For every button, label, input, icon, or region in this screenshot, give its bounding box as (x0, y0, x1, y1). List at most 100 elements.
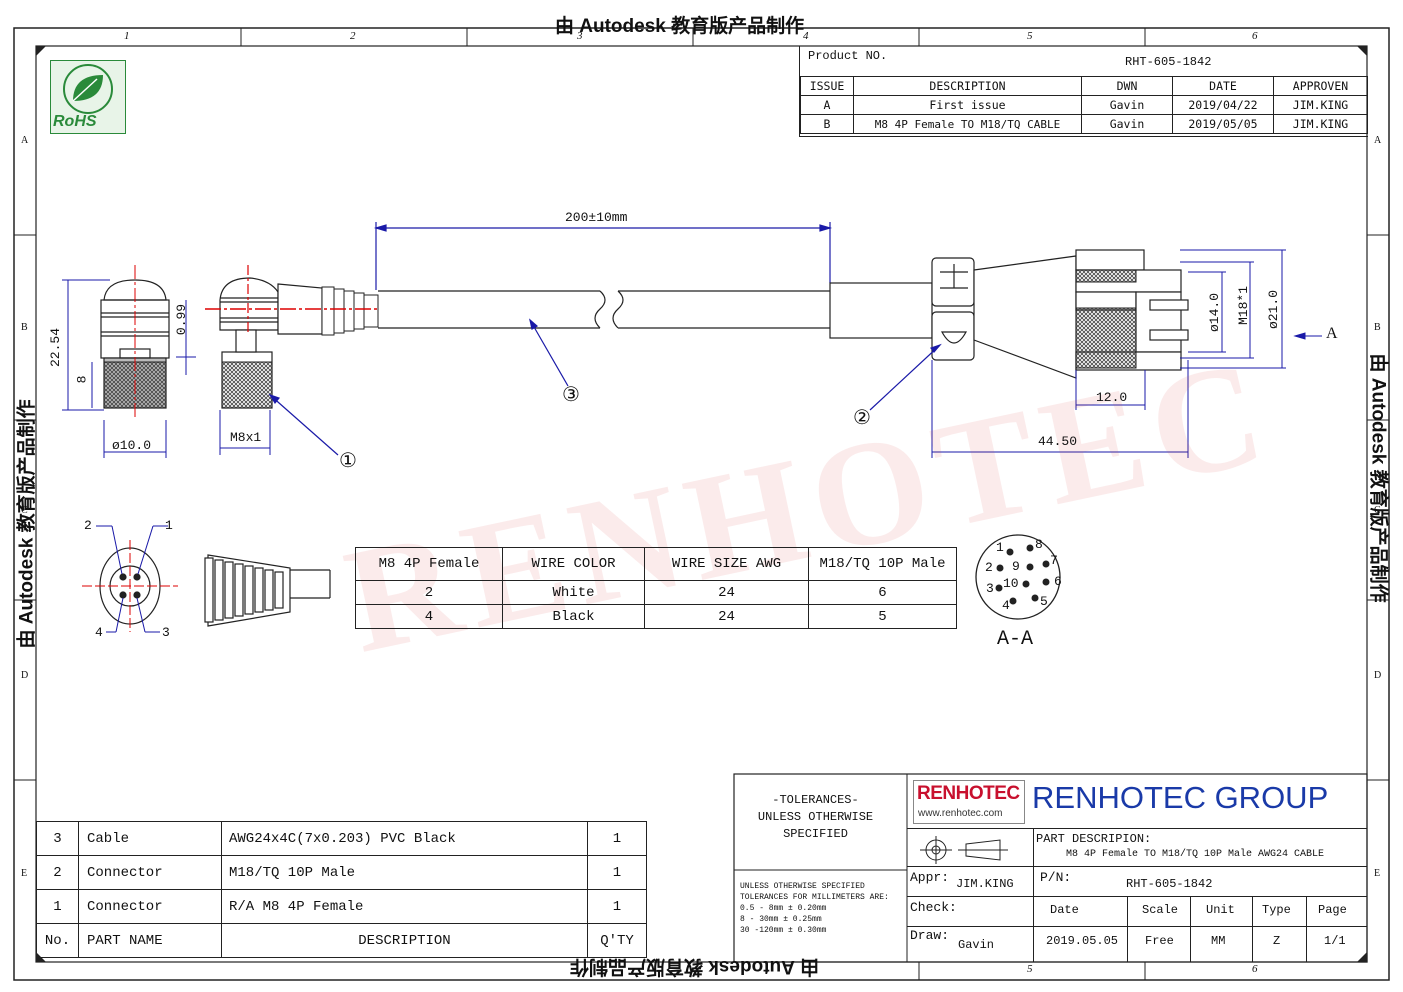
col-label: 1 (124, 30, 130, 42)
face-pin: 9 (1012, 559, 1020, 574)
dim-dia-21: ø21.0 (1266, 289, 1282, 330)
projection-symbol-icon (920, 836, 1008, 864)
face-pin: 4 (1002, 598, 1010, 613)
dim-22-54: 22.54 (48, 327, 64, 368)
col-label: 6 (1252, 963, 1258, 975)
dim-8: 8 (74, 375, 90, 384)
face-pin: 6 (1054, 574, 1062, 589)
watermark-top: 由 Autodesk 教育版产品制作 (555, 16, 805, 37)
bom-header: DESCRIPTION (221, 923, 588, 958)
bom-qty: 1 (587, 821, 647, 856)
product-no: RHT-605-1842 (1125, 55, 1212, 69)
part-desc: M8 4P Female TO M18/TQ 10P Male AWG24 CA… (1066, 849, 1325, 860)
bom-table: 3 Cable AWG24x4C(7x0.203) PVC Black 1 2 … (36, 821, 647, 958)
face-pin: 1 (996, 540, 1004, 555)
unit-value: MM (1211, 934, 1226, 948)
row-label: A (1374, 135, 1382, 146)
dim-m8x1: M8x1 (230, 430, 262, 445)
rev-header: APPROVEN (1273, 76, 1368, 96)
revision-table: ISSUE DESCRIPTION DWN DATE APPROVEN A Fi… (800, 76, 1368, 134)
wire-header: M8 4P Female (355, 547, 503, 581)
m8-strain-relief (321, 286, 379, 336)
watermark-bottom: 由 Autodesk 教育版产品制作 (570, 956, 820, 977)
pn-value: RHT-605-1842 (1126, 877, 1213, 891)
wire-header: M18/TQ 10P Male (808, 547, 957, 581)
appr-label: Appr: (910, 870, 950, 885)
bom-no: 2 (36, 855, 79, 890)
bom-part: Connector (78, 889, 222, 924)
wire-cell: 4 (355, 604, 503, 629)
rev-cell: Gavin (1081, 114, 1173, 134)
wire-cell: Black (502, 604, 645, 629)
pin-label: 4 (95, 625, 103, 640)
rev-cell: JIM.KING (1273, 95, 1368, 115)
bom-part: Cable (78, 821, 222, 856)
row-label: C (21, 505, 28, 516)
cable (378, 290, 830, 329)
rohs-logo: RoHS (50, 60, 126, 134)
logo-text: RENHOTEC (917, 783, 1020, 804)
dim-dia-14: ø14.0 (1207, 292, 1223, 333)
scale-value: Free (1145, 934, 1174, 948)
row-label: B (21, 322, 28, 333)
rev-header: DATE (1172, 76, 1274, 96)
callout-2: ② (853, 407, 871, 429)
bom-header: Q'TY (587, 923, 647, 958)
date-label: Date (1050, 903, 1079, 917)
scale-label: Scale (1142, 903, 1179, 917)
face-pin: 5 (1040, 594, 1048, 609)
bom-header: No. (36, 923, 79, 958)
bom-no: 3 (36, 821, 79, 856)
rev-cell: First issue (853, 95, 1082, 115)
wire-header: WIRE SIZE AWG (644, 547, 809, 581)
rev-cell: A (800, 95, 854, 115)
face-pin: 3 (986, 581, 994, 596)
bom-desc: AWG24x4C(7x0.203) PVC Black (221, 821, 588, 856)
col-label: 4 (803, 30, 809, 42)
rev-cell: 2019/05/05 (1172, 114, 1274, 134)
tolerances-label: -TOLERANCES- UNLESS OTHERWISE SPECIFIED (757, 793, 874, 841)
part-desc-label: PART DESCRIPION: (1036, 832, 1152, 846)
m8-pin-face-view (99, 547, 331, 627)
wire-header: WIRE COLOR (502, 547, 645, 581)
type-value: Z (1273, 934, 1281, 948)
bom-desc: R/A M8 4P Female (221, 889, 588, 924)
row-label: E (1374, 868, 1381, 879)
dim-m18: M18*1 (1236, 285, 1252, 326)
pin-label: 2 (84, 518, 92, 533)
wire-cell: 6 (808, 580, 957, 605)
rev-header: DWN (1081, 76, 1173, 96)
face-pin: 7 (1050, 553, 1058, 568)
leaf-icon (63, 64, 113, 114)
m18-pin-face-aa (975, 534, 1061, 620)
page-label: Page (1318, 903, 1347, 917)
company-logo: RENHOTEC www.renhotec.com (913, 780, 1025, 824)
check-label: Check: (910, 900, 957, 915)
bom-desc: M18/TQ 10P Male (221, 855, 588, 890)
rev-header: ISSUE (800, 76, 854, 96)
draw-value: Gavin (958, 938, 995, 952)
row-label: D (21, 670, 29, 681)
rev-cell: JIM.KING (1273, 114, 1368, 134)
title-block-lines (907, 828, 1367, 962)
company-name: RENHOTEC GROUP (1032, 780, 1329, 815)
wire-cell: 2 (355, 580, 503, 605)
col-label: 3 (577, 30, 583, 42)
rev-cell: 2019/04/22 (1172, 95, 1274, 115)
dim-dia-10: ø10.0 (112, 438, 152, 453)
page-value: 1/1 (1324, 934, 1346, 948)
dim-length: 200±10mm (565, 210, 628, 225)
bom-part: Connector (78, 855, 222, 890)
row-label: B (1374, 322, 1381, 333)
face-pin: 10 (1003, 576, 1019, 591)
bom-header: PART NAME (78, 923, 222, 958)
wire-cell: 5 (808, 604, 957, 629)
wire-cell: White (502, 580, 645, 605)
callout-1: ① (339, 450, 357, 472)
pin-label: 1 (165, 518, 173, 533)
row-label: C (1374, 505, 1381, 516)
col-label: 2 (350, 30, 356, 42)
date-value: 2019.05.05 (1046, 934, 1119, 948)
wire-cell: 24 (644, 580, 809, 605)
